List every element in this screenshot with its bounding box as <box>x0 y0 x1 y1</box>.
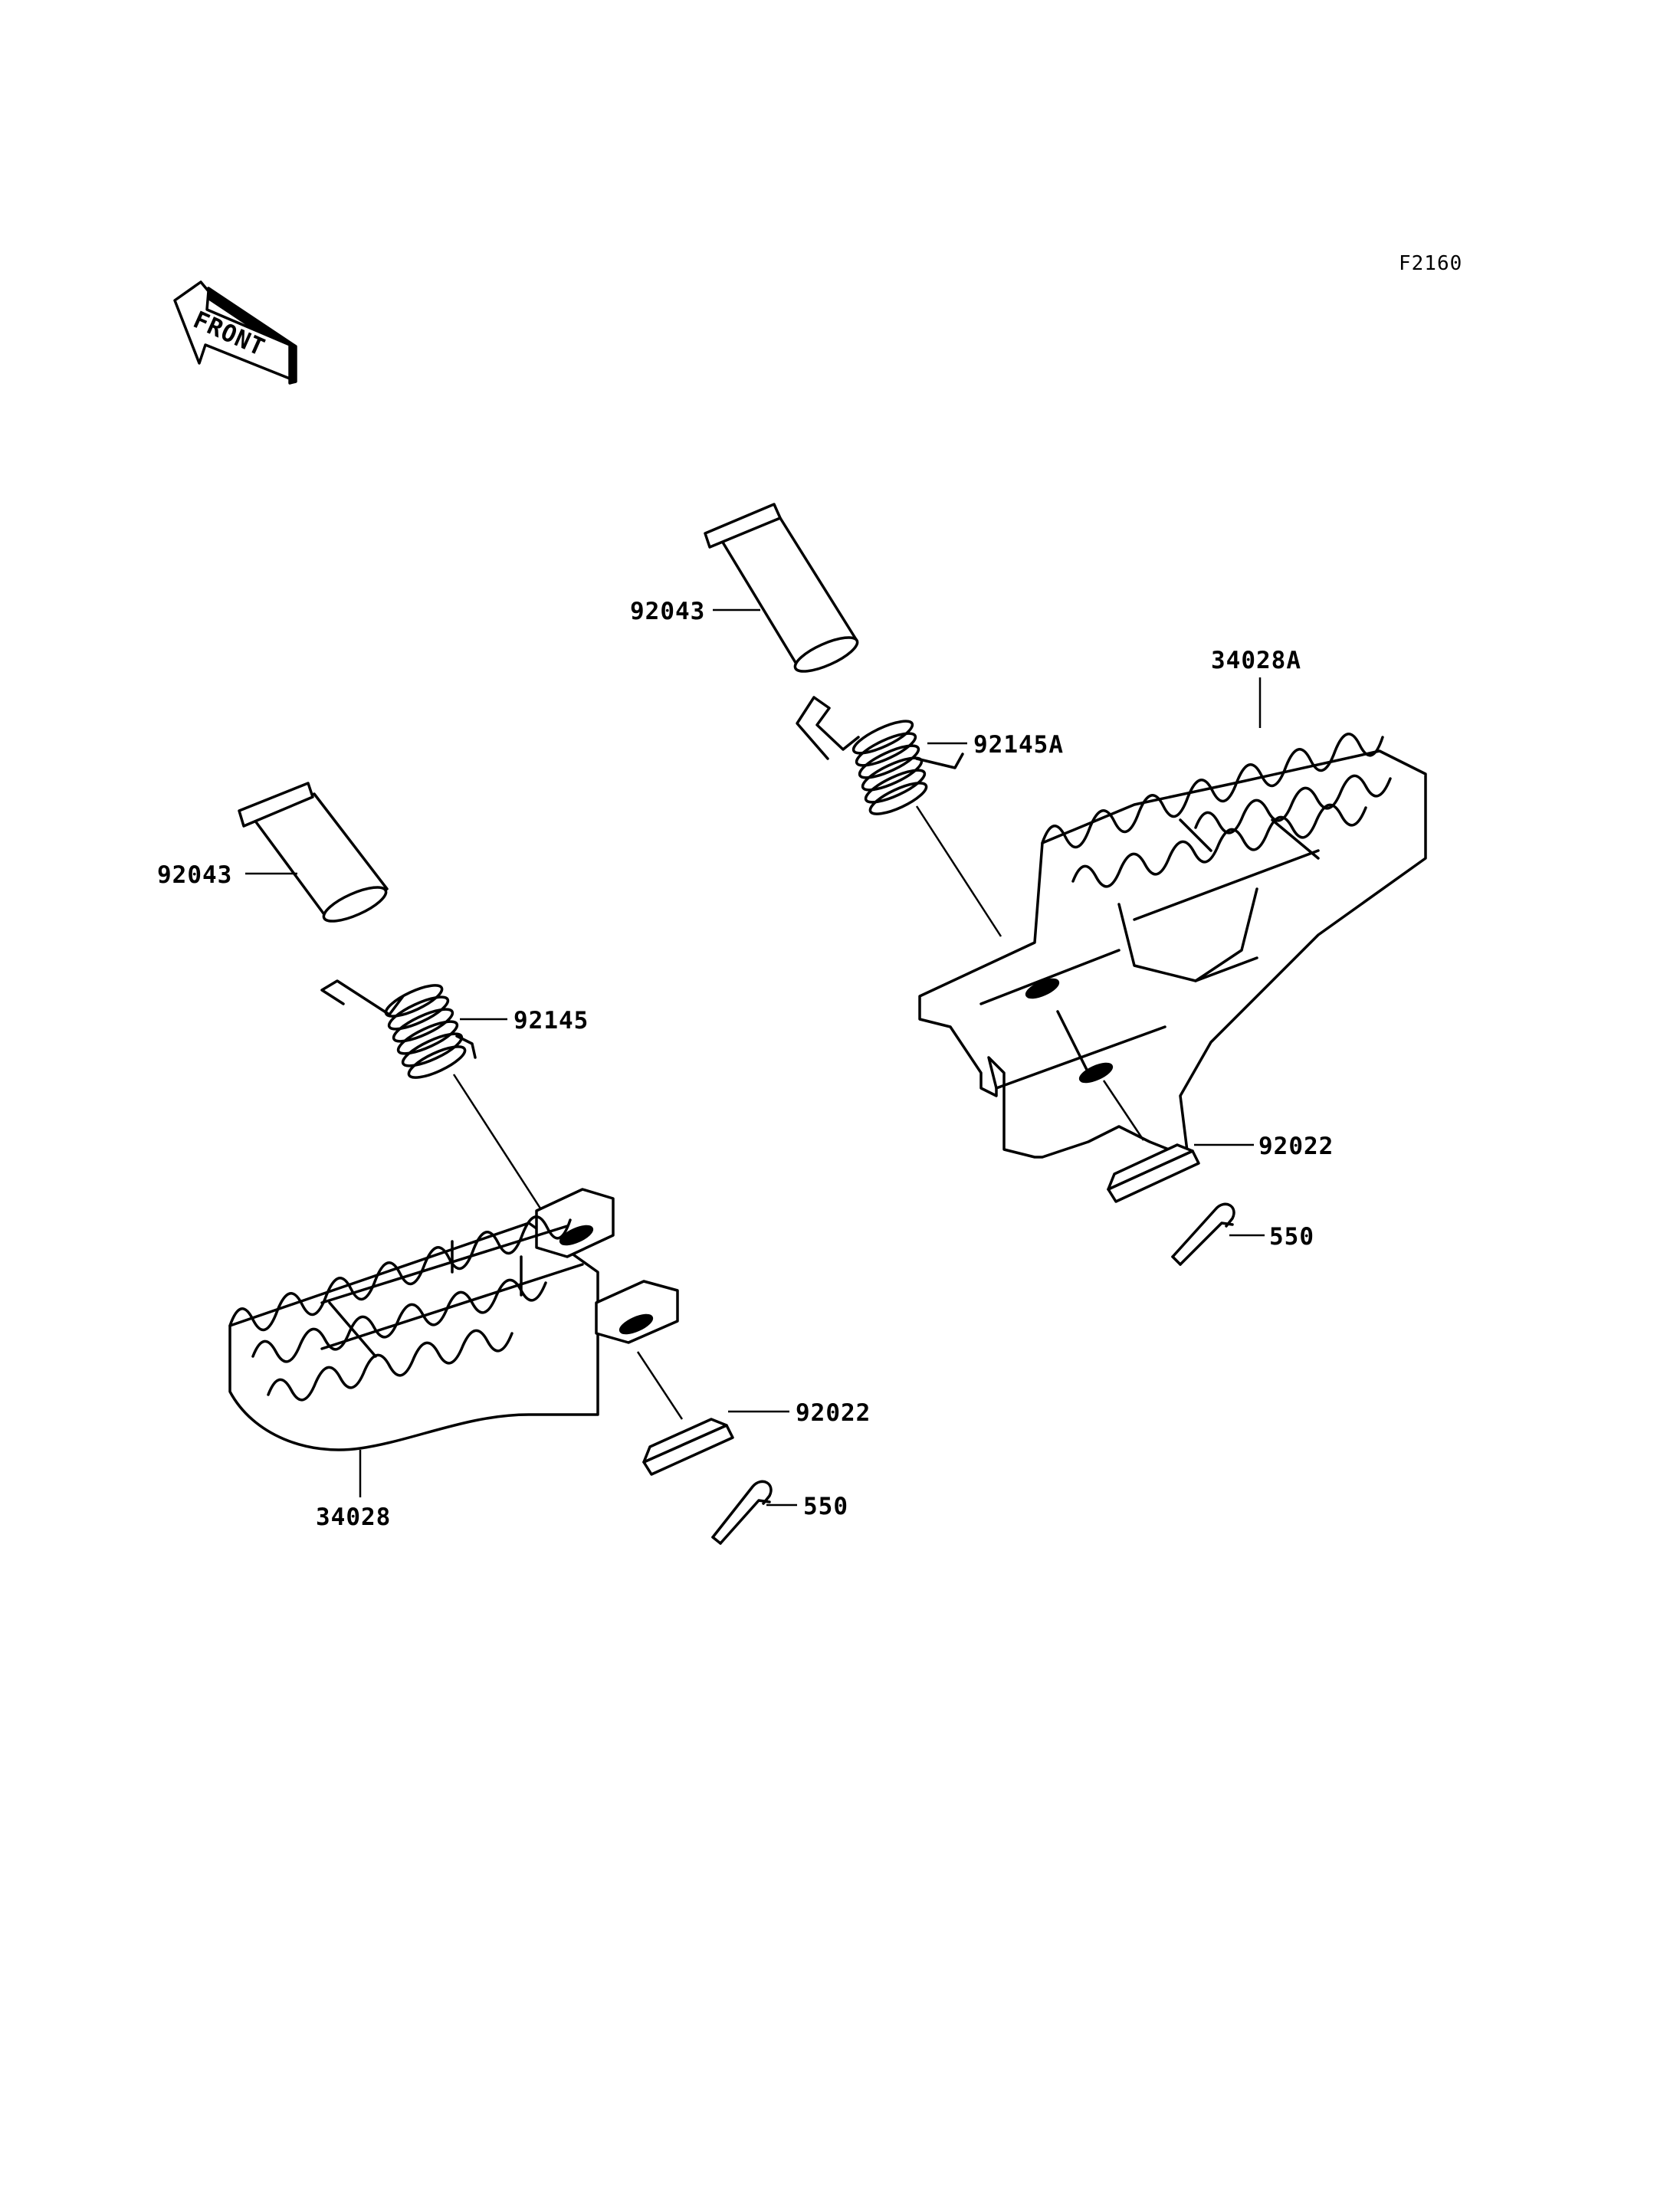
spring-left <box>320 979 477 1079</box>
washer-left <box>642 1418 734 1476</box>
label-92145-left: 92145 <box>514 1007 589 1035</box>
label-92022-right: 92022 <box>1258 1133 1334 1160</box>
spring-right <box>796 696 964 815</box>
cotter-pin-right <box>1171 1202 1235 1266</box>
label-550-right: 550 <box>1269 1223 1314 1251</box>
cotter-pin-left <box>711 1480 773 1545</box>
pin-right <box>704 503 859 673</box>
footpeg-left <box>228 1188 679 1451</box>
pin-left <box>238 782 389 923</box>
washer-right <box>1107 1143 1200 1203</box>
label-92043-left: 92043 <box>157 861 232 889</box>
label-550-left: 550 <box>803 1493 848 1520</box>
label-34028A-right: 34028A <box>1211 647 1301 674</box>
label-92022-left: 92022 <box>796 1399 871 1427</box>
front-arrow-icon: FRONT <box>173 280 297 385</box>
figure-code: F2160 <box>1399 252 1462 275</box>
label-34028-left: 34028 <box>316 1503 391 1531</box>
footpeg-right <box>918 733 1427 1159</box>
label-92043-right: 92043 <box>630 598 705 625</box>
label-92145A-right: 92145A <box>973 731 1064 759</box>
